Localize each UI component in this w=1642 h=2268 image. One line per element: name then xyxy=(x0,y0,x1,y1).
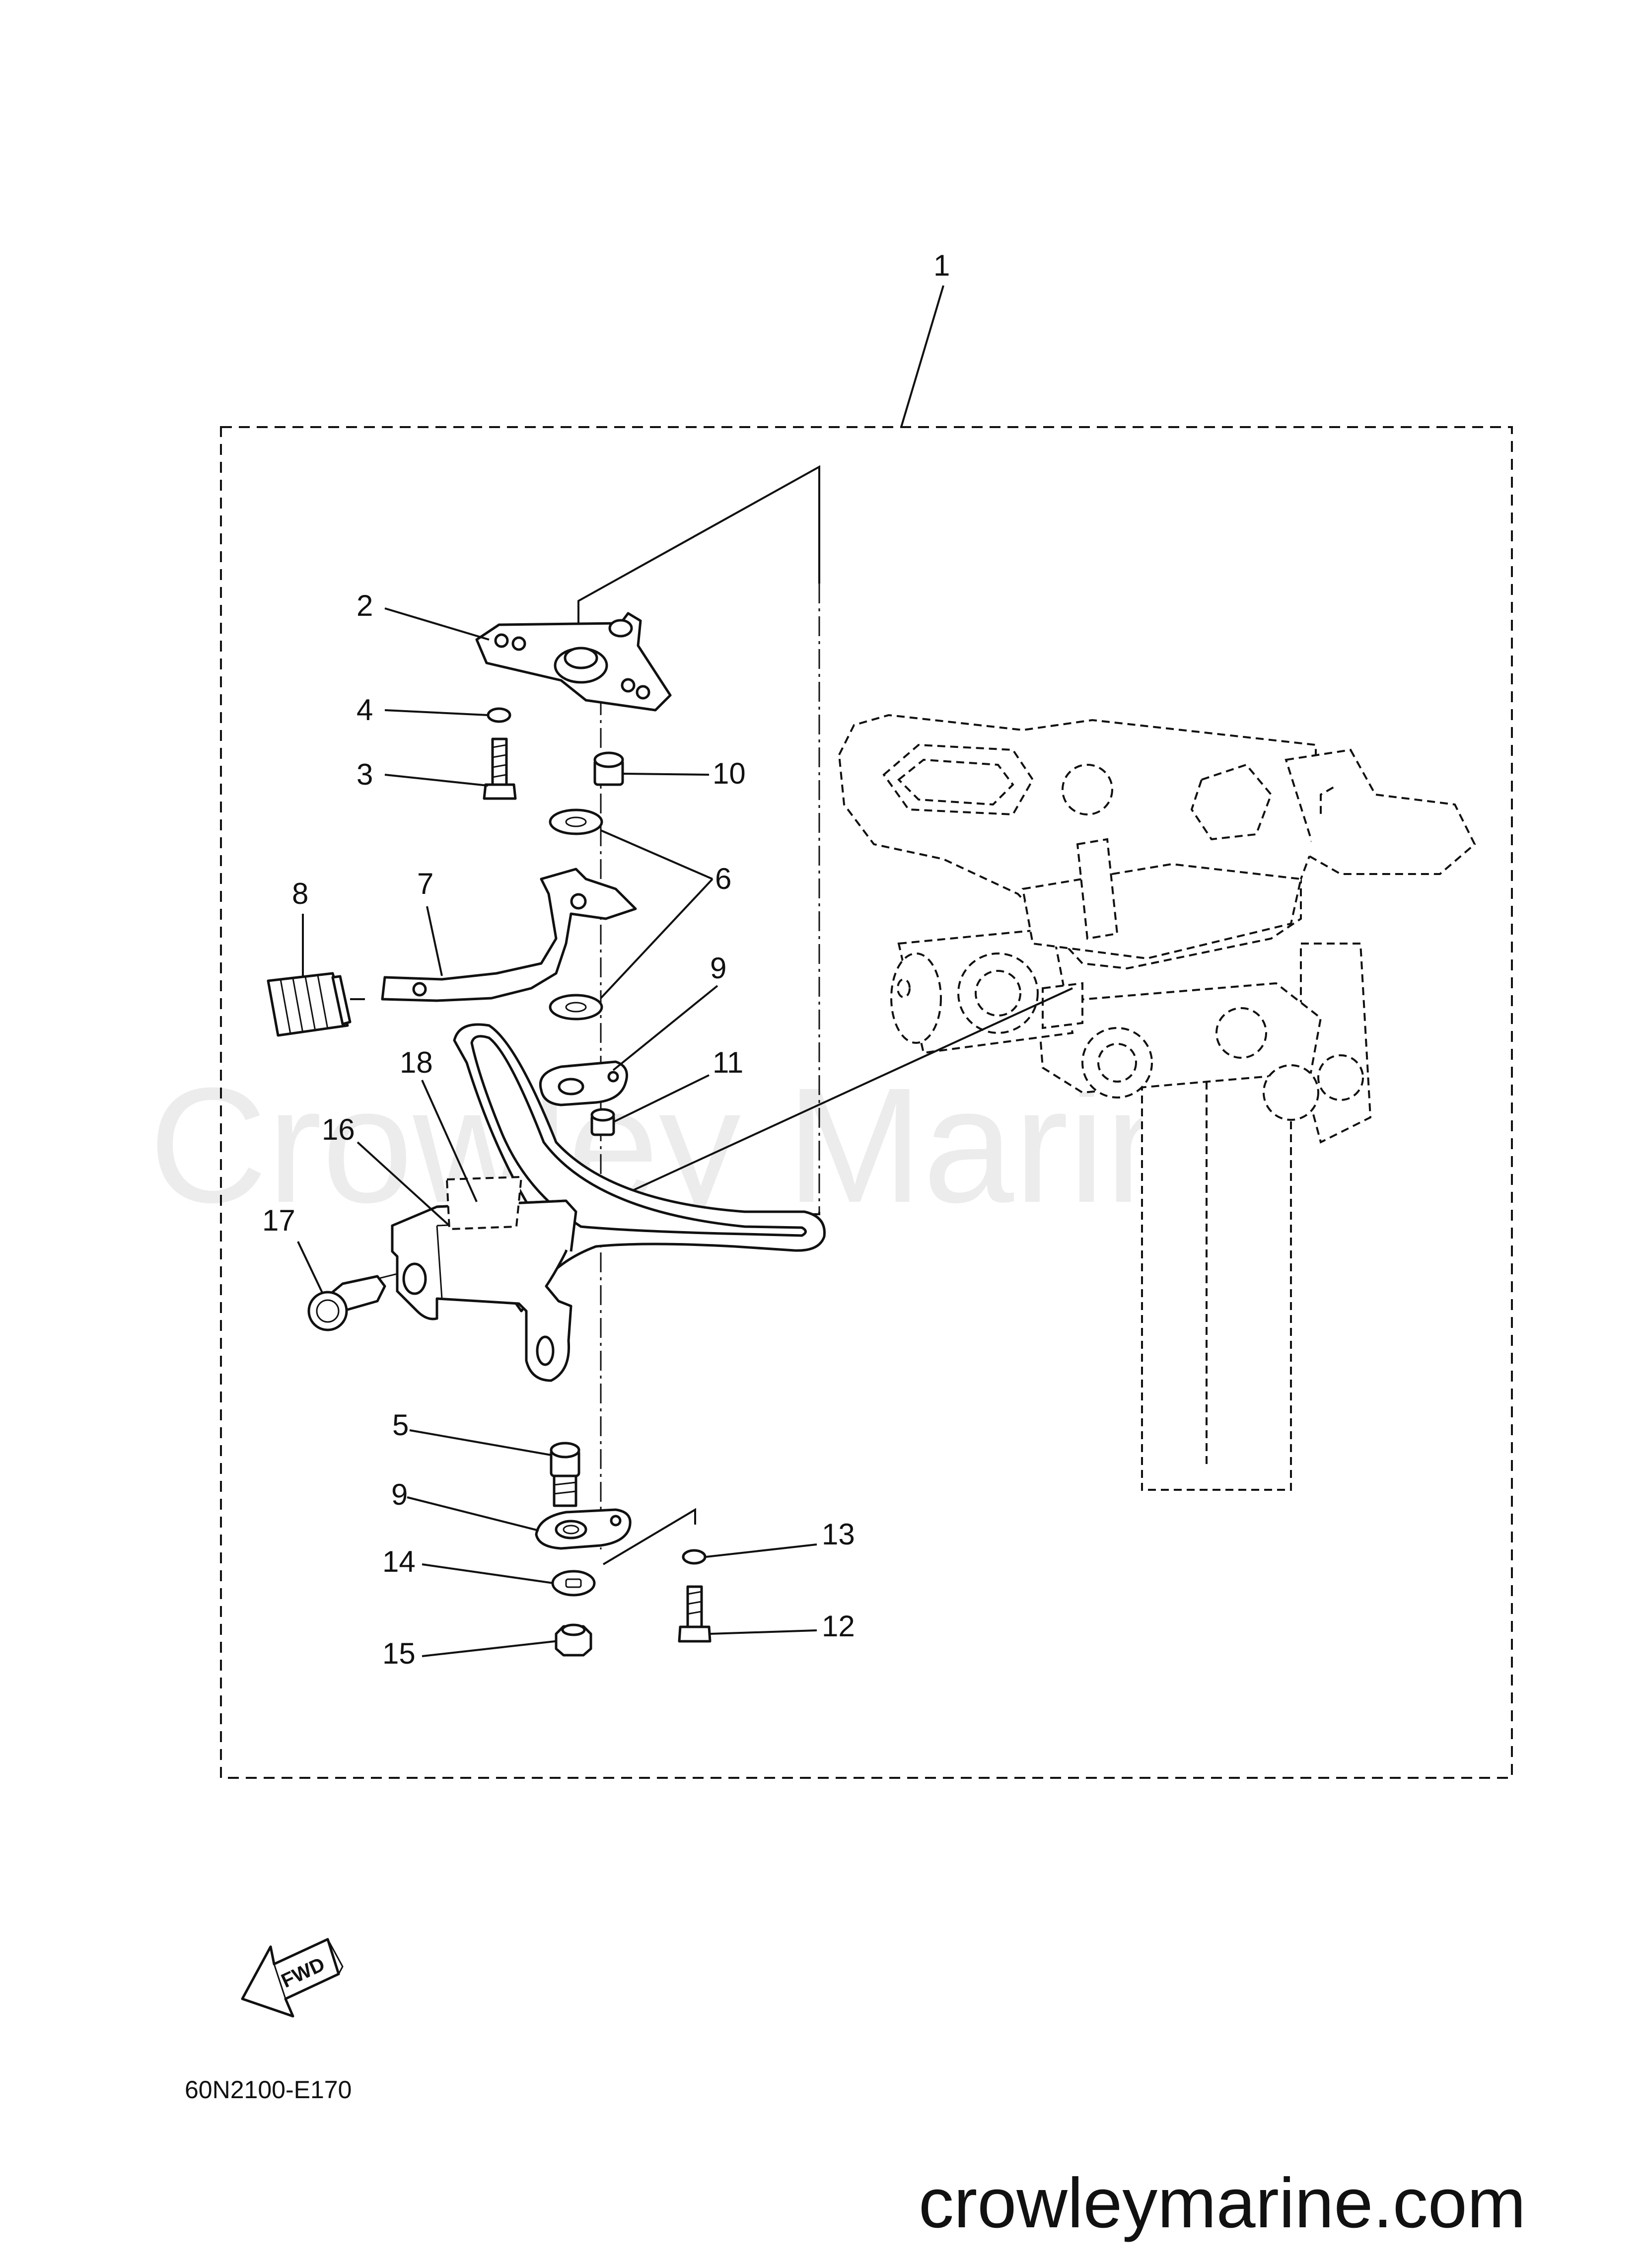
callout-9-upper: 9 xyxy=(710,951,726,985)
callout-16: 16 xyxy=(322,1113,355,1146)
callout-17: 17 xyxy=(262,1204,295,1237)
part-9-plate-lower xyxy=(535,1508,632,1550)
part-10-collar xyxy=(593,751,624,786)
callout-7: 7 xyxy=(417,867,433,900)
callout-2: 2 xyxy=(357,589,373,622)
reference-line-bolt xyxy=(602,1508,696,1565)
callout-13: 13 xyxy=(822,1518,855,1551)
part-3-screw xyxy=(483,737,517,800)
leader-lines xyxy=(297,607,817,1657)
part-2-plate xyxy=(475,612,672,712)
kit-boundary xyxy=(220,426,1513,1779)
part-7-lever xyxy=(381,868,637,1002)
part-17-bolt xyxy=(307,1275,386,1331)
engine-bracket-assembly xyxy=(838,714,1476,1491)
callout-3: 3 xyxy=(357,758,373,791)
part-8-grip xyxy=(267,972,352,1037)
part-16-bracket xyxy=(391,1175,577,1382)
part-6-washer-top xyxy=(549,808,603,835)
part-12-screw xyxy=(678,1585,712,1643)
fwd-arrow-icon: FWD xyxy=(241,1938,344,2018)
callout-5: 5 xyxy=(392,1408,409,1442)
callout-12: 12 xyxy=(822,1610,855,1643)
callout-6: 6 xyxy=(715,862,731,895)
part-13-washer xyxy=(682,1549,707,1565)
leader-1 xyxy=(900,285,944,428)
part-6-washer-bottom xyxy=(549,994,603,1021)
website-url: crowleymarine.com xyxy=(919,2164,1526,2243)
part-14-washer xyxy=(551,1570,596,1597)
callout-14: 14 xyxy=(382,1545,416,1578)
callout-11: 11 xyxy=(713,1046,743,1079)
diagram-code: 60N2100-E170 xyxy=(185,2076,352,2104)
part-9-plate-upper xyxy=(539,1060,628,1106)
part-5-bolt xyxy=(550,1442,580,1507)
part-15-nut xyxy=(555,1623,592,1657)
part-11-collar xyxy=(590,1108,615,1136)
part-4-washer xyxy=(487,707,511,723)
callout-8: 8 xyxy=(292,877,308,910)
callout-15: 15 xyxy=(382,1637,416,1670)
callout-10: 10 xyxy=(713,757,746,790)
callout-1: 1 xyxy=(933,249,950,282)
callout-18: 18 xyxy=(400,1046,433,1079)
callout-9-lower: 9 xyxy=(391,1478,408,1511)
callout-4: 4 xyxy=(357,693,373,727)
